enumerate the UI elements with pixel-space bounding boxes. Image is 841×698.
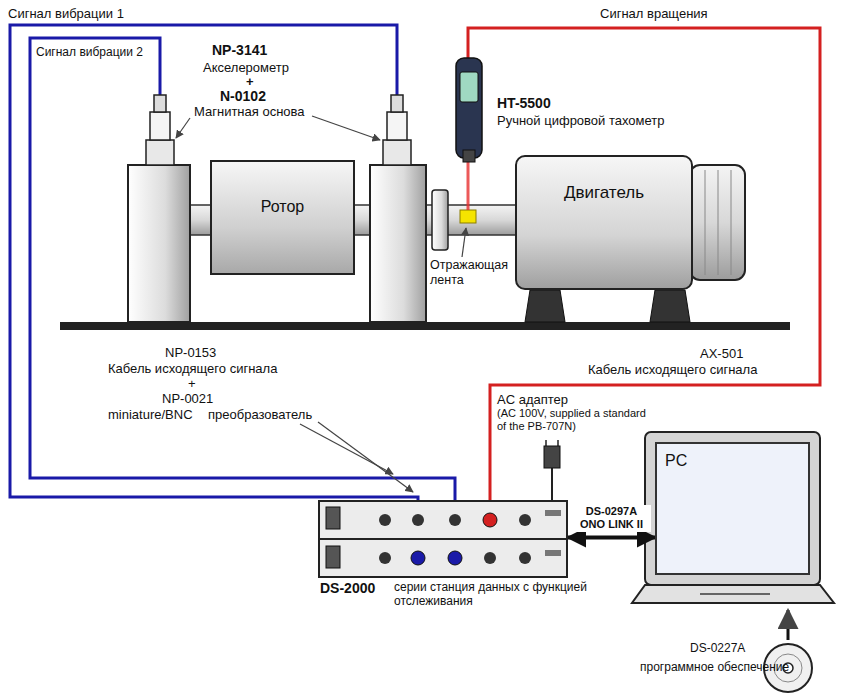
part-label: AC адаптер bbox=[497, 392, 568, 408]
drawing-part bbox=[383, 140, 411, 165]
drawing-part bbox=[700, 593, 770, 595]
tachometer bbox=[456, 58, 482, 210]
drawing-part bbox=[456, 58, 482, 158]
drawing-part bbox=[412, 514, 424, 526]
drawing-part bbox=[545, 510, 561, 516]
node-title: Ротор bbox=[220, 198, 345, 216]
drawing-part bbox=[484, 552, 496, 564]
drawing-part bbox=[545, 440, 547, 446]
drawing-part bbox=[705, 170, 706, 275]
drawing-part bbox=[483, 513, 497, 527]
drawing-part bbox=[544, 446, 560, 468]
node-description: серии станция данных с функцией отслежив… bbox=[394, 580, 594, 609]
node-title: Двигатель bbox=[543, 183, 665, 203]
drawing-part bbox=[545, 550, 561, 556]
bearing-pedestal bbox=[128, 165, 190, 322]
vibration-wire-2 bbox=[30, 38, 455, 550]
part-label: (AC 100V, supplied a standard of the PB-… bbox=[497, 407, 647, 433]
drawing-part bbox=[449, 514, 461, 526]
edge-label: DS-0297A ONO LINK II bbox=[572, 505, 651, 531]
drawing-part bbox=[460, 72, 478, 102]
pc-screen: PC bbox=[655, 442, 810, 575]
software-disc bbox=[764, 610, 812, 692]
bearing-pedestal bbox=[370, 165, 426, 322]
drawing-part bbox=[718, 170, 719, 275]
part-label: Магнитная основа bbox=[194, 104, 305, 120]
leader-line bbox=[312, 116, 380, 140]
vibration-wire-1 bbox=[10, 25, 418, 550]
part-label: преобразователь bbox=[208, 407, 312, 423]
ac-adapter bbox=[544, 440, 560, 500]
part-label: DS-0227A bbox=[690, 641, 745, 655]
part-label: NP-0153 bbox=[165, 345, 216, 361]
drawing-part bbox=[463, 150, 475, 162]
part-label: Сигнал вибрации 1 bbox=[8, 6, 124, 22]
drawing-part bbox=[519, 514, 531, 526]
leader-line bbox=[462, 228, 466, 257]
part-label: Кабель исходящего сигнала bbox=[108, 361, 277, 377]
drawing-part bbox=[787, 610, 790, 640]
coupling bbox=[432, 190, 448, 250]
drawing-part bbox=[448, 551, 462, 565]
part-label: + bbox=[188, 376, 196, 392]
drawing-part bbox=[632, 585, 834, 603]
part-label: Сигнал вращения bbox=[600, 6, 708, 22]
reflective-tape bbox=[460, 210, 476, 223]
part-label: + bbox=[246, 74, 254, 90]
part-label: NP-0021 bbox=[162, 391, 213, 407]
accelerometer bbox=[146, 95, 174, 165]
drawing-part bbox=[411, 551, 425, 565]
part-label: Отражающая лента bbox=[430, 258, 514, 288]
drawing-part bbox=[146, 140, 174, 165]
part-label: AX-501 bbox=[700, 346, 743, 362]
drawing-part bbox=[467, 160, 470, 210]
drawing-part bbox=[731, 170, 732, 275]
laptop bbox=[632, 432, 834, 603]
motor-box: Двигатель bbox=[515, 155, 693, 290]
drawing-part bbox=[519, 552, 531, 564]
data-station-box: DS-2000серии станция данных с функцией о… bbox=[318, 500, 568, 578]
node-title: DS-2000 bbox=[320, 580, 375, 596]
drawing-part bbox=[326, 507, 340, 529]
drawing-part bbox=[650, 290, 690, 322]
leader-line bbox=[176, 118, 190, 138]
drawing-part bbox=[379, 552, 391, 564]
part-label: Кабель исходящего сигнала bbox=[588, 362, 757, 378]
base-plate bbox=[60, 322, 790, 330]
drawing-part bbox=[525, 290, 565, 322]
node-title: PC bbox=[665, 452, 800, 470]
accelerometer bbox=[383, 95, 411, 165]
drawing-part bbox=[326, 546, 340, 568]
part-label: Сигнал вибрации 2 bbox=[36, 45, 143, 59]
data-station-device bbox=[318, 500, 568, 578]
drawing-part bbox=[557, 440, 559, 446]
drawing-part bbox=[318, 538, 568, 540]
drawing-part bbox=[318, 500, 568, 578]
rotor-box: Ротор bbox=[210, 160, 355, 275]
drawing-part bbox=[645, 432, 820, 585]
drawing-part bbox=[690, 165, 745, 280]
part-label: HT-5500 bbox=[497, 95, 551, 112]
part-label: Акселерометр bbox=[203, 60, 289, 76]
drawing-part bbox=[154, 95, 166, 112]
link-arrow bbox=[568, 536, 655, 540]
part-label: Ручной цифровой тахометр bbox=[497, 113, 665, 129]
part-label: N-0102 bbox=[220, 88, 266, 105]
part-label: программное обеспечение bbox=[640, 660, 789, 674]
part-label: miniature/BNC bbox=[108, 407, 193, 423]
drawing-part bbox=[379, 514, 391, 526]
drawing-part bbox=[391, 95, 403, 112]
drawing-part bbox=[387, 112, 407, 140]
leader-line bbox=[318, 422, 413, 492]
drawing-part bbox=[150, 112, 170, 140]
part-label: NP-3141 bbox=[212, 42, 267, 59]
